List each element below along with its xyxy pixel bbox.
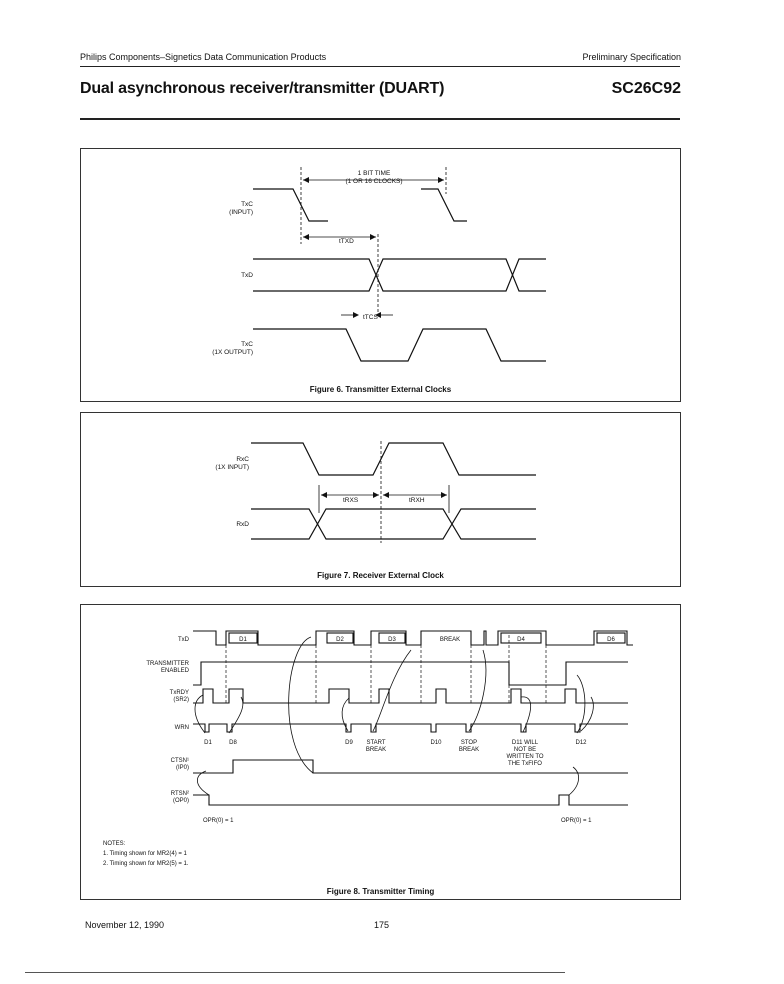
break-label: BREAK [440,637,460,643]
data-box-d3: D3 [388,637,396,643]
d11-note-line4: THE TxFIFO [508,761,542,767]
bottom-rule [25,972,565,973]
data-box-d1: D1 [239,637,247,643]
title-rule [80,118,680,120]
bit-time-sub-label: (1 OR 16 CLOCKS) [345,178,402,185]
rxd-label: RxD [236,521,249,528]
rxc-label: RxC [236,456,249,463]
figure-7-diagram: RxC (1X INPUT) tRXS tRXH RxD [215,441,536,543]
txc-input-label: TxC [241,201,253,208]
data-box-d6: D6 [607,637,615,643]
d11-note-line2: NOT BE [514,747,536,753]
sig-enabled-label: ENABLED [161,668,190,674]
txc-input-sub-label: (INPUT) [229,209,253,216]
opr-right-label: OPR(0) = 1 [561,818,592,824]
note-2: 2. Timing shown for MR2(5) = 1. [103,861,189,867]
start-break-sub-label: BREAK [366,747,386,753]
note-1: 1. Timing shown for MR2(4) = 1 [103,851,188,857]
rxc-sub-label: (1X INPUT) [215,464,249,471]
figure-8-diagram: TxD TRANSMITTER ENABLED TxRDY (SR2) WRN … [103,630,633,867]
figure-8-caption: Figure 8. Transmitter Timing [326,887,435,896]
t-tcs-label: tTCS [363,314,378,321]
wrn-d1-label: D1 [204,740,212,746]
figure-6-diagram: 1 BIT TIME (1 OR 16 CLOCKS) TxC (INPUT) … [212,167,546,362]
data-box-d2: D2 [336,637,344,643]
stop-break-sub-label: BREAK [459,747,479,753]
d11-note-line3: WRITTEN TO [506,754,543,760]
opr-left-label: OPR(0) = 1 [203,818,234,824]
wrn-d12-label: D12 [575,740,587,746]
figure-8: TxD TRANSMITTER ENABLED TxRDY (SR2) WRN … [80,604,681,900]
part-number: SC26C92 [611,80,681,97]
sig-rtsn-label: RTSN² [171,791,189,797]
data-box-d4: D4 [517,637,525,643]
sig-transmitter-label: TRANSMITTER [146,661,189,667]
footer-date: November 12, 1990 [85,920,165,930]
sig-ctsn-label: CTSN¹ [171,758,189,764]
notes-title: NOTES: [103,841,126,847]
sig-rtsn-sub-label: (OP0) [173,798,189,804]
txc-output-sub-label: (1X OUTPUT) [212,349,253,356]
t-rxs-label: tRXS [343,497,359,504]
figure-6-caption: Figure 6. Transmitter External Clocks [309,385,452,394]
sig-txd-label: TxD [178,637,190,643]
header-left: Philips Components–Signetics Data Commun… [80,52,327,62]
figure-6: 1 BIT TIME (1 OR 16 CLOCKS) TxC (INPUT) … [80,148,681,402]
bit-time-label: 1 BIT TIME [358,170,391,177]
figure-7: RxC (1X INPUT) tRXS tRXH RxD Figure 7. R… [80,412,681,587]
wrn-d10-label: D10 [430,740,442,746]
t-txd-label: tTXD [339,238,354,245]
page-title: Dual asynchronous receiver/transmitter (… [80,80,445,97]
txc-output-label: TxC [241,341,253,348]
header-rule [80,66,680,67]
start-break-label: START [366,740,385,746]
t-rxh-label: tRXH [409,497,425,504]
stop-break-label: STOP [461,740,477,746]
page-number: 175 [374,920,390,930]
txd-label: TxD [241,272,253,279]
sig-ctsn-sub-label: (IP0) [176,765,189,771]
wrn-d9-label: D9 [345,740,353,746]
sig-wrn-label: WRN [175,725,189,731]
sig-txrdy-sub-label: (SR2) [173,697,189,703]
d11-note-line1: D11 WILL [512,740,539,746]
figure-7-caption: Figure 7. Receiver External Clock [317,571,444,580]
wrn-d8-label: D8 [229,740,237,746]
sig-txrdy-label: TxRDY [170,690,189,696]
header-right: Preliminary Specification [582,52,681,62]
